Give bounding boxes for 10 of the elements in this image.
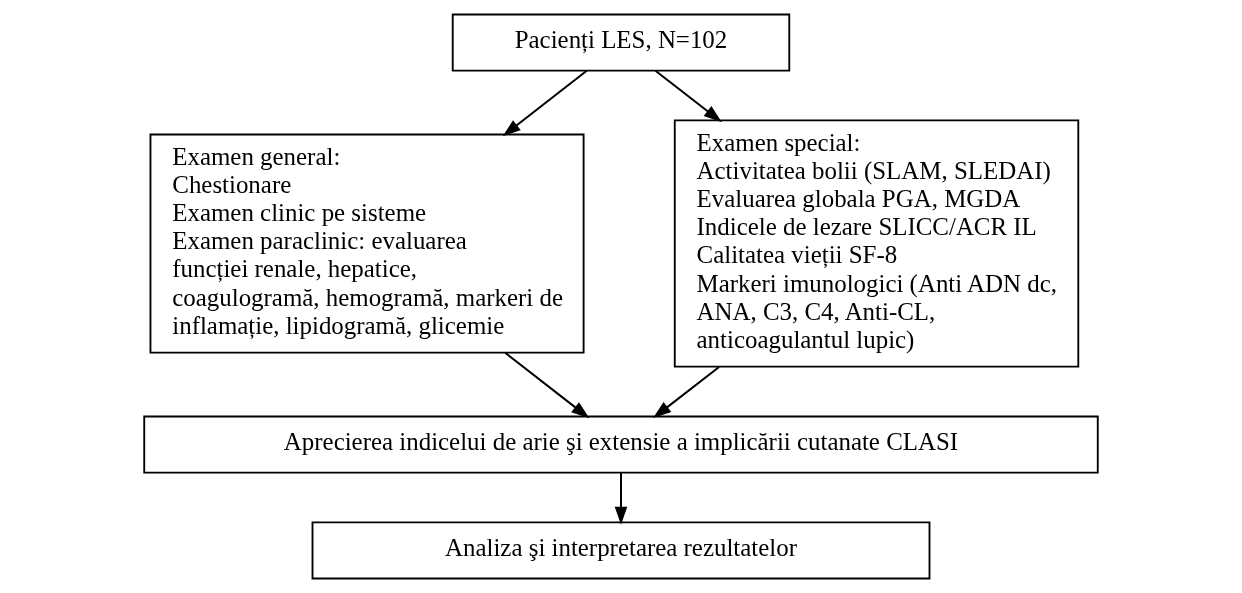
node-box: Examen general: Chestionare Examen clinic pe sisteme Examen paraclinic: evaluarea funcției renale, hepatice, coagulogramă, hemogramă, markeri de inflamație, lipidogramă, glicemie: [149, 133, 585, 354]
arrow: [502, 70, 588, 137]
node-box: Examen special: Activitatea bolii (SLAM, SLEDAI) Evaluarea globala PGA, MGDA Indicele de lezare SLICC/ACR IL Calitatea vieții SF-8 Markeri imunologici (Anti ADN dc, ANA, C3, C4, Anti-CL, anticoagulantul lupic): [673, 119, 1080, 368]
arrow: [504, 351, 590, 419]
node-box: Pacienți LES, N=102: [451, 13, 791, 72]
node-box: Aprecierea indicelui de arie şi extensie a implicării cutanate CLASI: [143, 415, 1099, 474]
arrow: [654, 69, 722, 123]
node-box: Analiza şi interpretarea rezultatelor: [311, 521, 931, 580]
arrow: [614, 473, 628, 525]
arrow: [653, 366, 720, 419]
